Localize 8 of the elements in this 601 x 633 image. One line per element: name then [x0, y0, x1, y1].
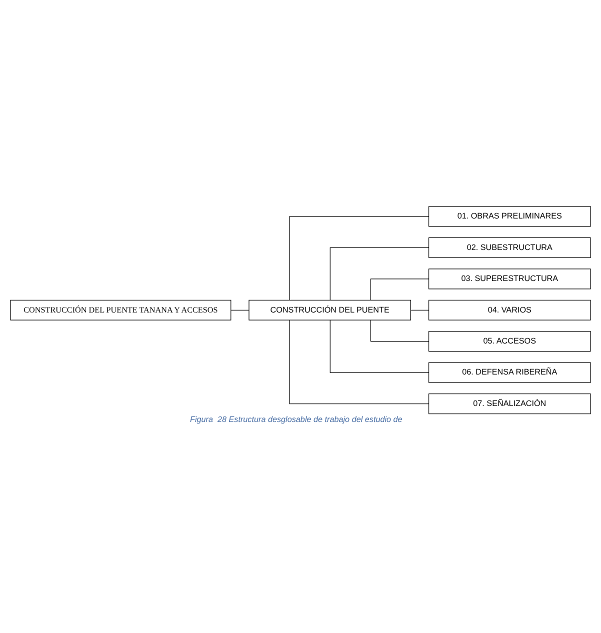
connector — [289, 319, 430, 404]
connector — [289, 216, 430, 300]
connector — [330, 319, 429, 372]
connector — [230, 309, 250, 310]
connector — [370, 319, 429, 342]
connector — [370, 278, 429, 300]
connector — [410, 309, 430, 310]
connector — [330, 246, 429, 300]
